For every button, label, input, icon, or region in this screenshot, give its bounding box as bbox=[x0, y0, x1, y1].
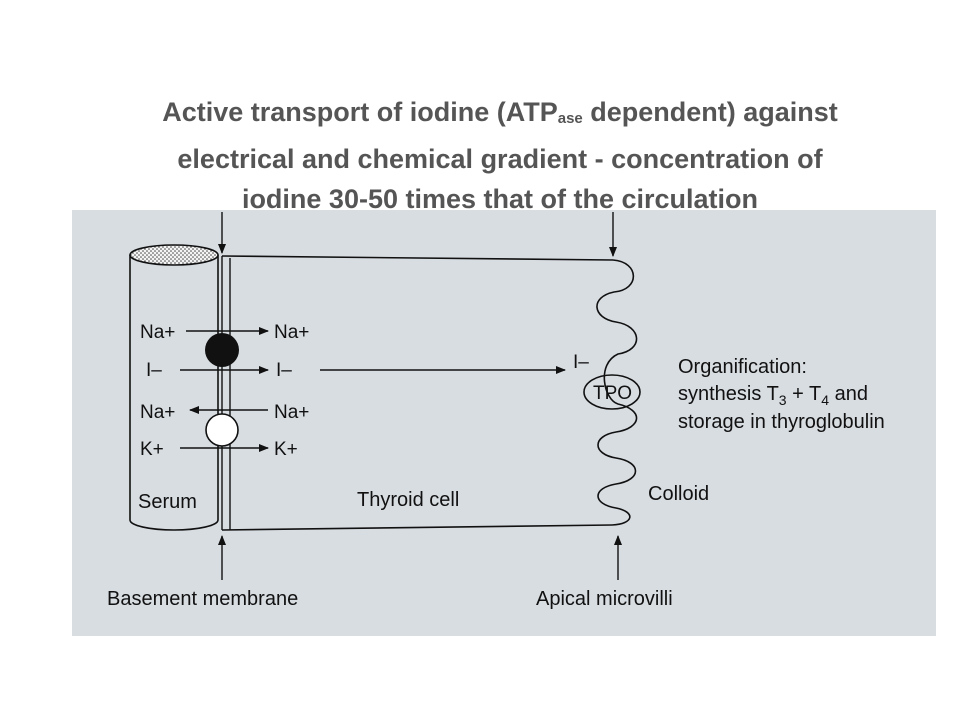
title-line-1: Active transport of iodine (ATPase depen… bbox=[60, 92, 940, 139]
serum-na-label-2: Na+ bbox=[140, 402, 175, 423]
title-line-1-start: Active transport of iodine (ATP bbox=[162, 97, 558, 127]
apical-microvilli-label: Apical microvilli bbox=[536, 588, 673, 610]
cell-k-label: K+ bbox=[274, 439, 298, 460]
thyroid-cell-label: Thyroid cell bbox=[357, 489, 459, 511]
tpo-label: TPO bbox=[593, 383, 632, 404]
tpo-enzyme-outline bbox=[583, 374, 641, 410]
serum-capillary bbox=[129, 244, 219, 531]
organification-storage: storage in thyroglobulin bbox=[678, 411, 885, 433]
serum-na-label-1: Na+ bbox=[140, 322, 175, 343]
serum-label: Serum bbox=[138, 491, 197, 513]
basement-membrane-line bbox=[221, 256, 231, 530]
title-line-3: iodine 30-50 times that of the circulati… bbox=[241, 184, 759, 214]
serum-iodide-label: I– bbox=[146, 360, 162, 381]
colloid-label: Colloid bbox=[648, 483, 709, 505]
basement-membrane-label: Basement membrane bbox=[107, 588, 298, 610]
apical-iodide-label: I– bbox=[573, 352, 589, 373]
title-line-2: electrical and chemical gradient - conce… bbox=[177, 144, 823, 174]
organification-heading: Organification: bbox=[678, 356, 807, 378]
thyroid-cell-outline bbox=[221, 255, 638, 531]
atpase-pump-symbol bbox=[205, 333, 239, 367]
cell-iodide-label: I– bbox=[276, 360, 292, 381]
cell-na-label-2: Na+ bbox=[274, 402, 309, 423]
organification-synthesis: synthesis T3 + T4 and bbox=[678, 383, 868, 408]
cell-na-label-1: Na+ bbox=[274, 322, 309, 343]
exchanger-symbol bbox=[205, 413, 239, 447]
title-line-1-end: dependent) against bbox=[582, 97, 838, 127]
slide-title: Active transport of iodine (ATPase depen… bbox=[60, 92, 940, 219]
apical-microvilli-border bbox=[596, 259, 638, 526]
serum-k-label: K+ bbox=[140, 439, 164, 460]
title-subscript: ase bbox=[557, 110, 583, 127]
